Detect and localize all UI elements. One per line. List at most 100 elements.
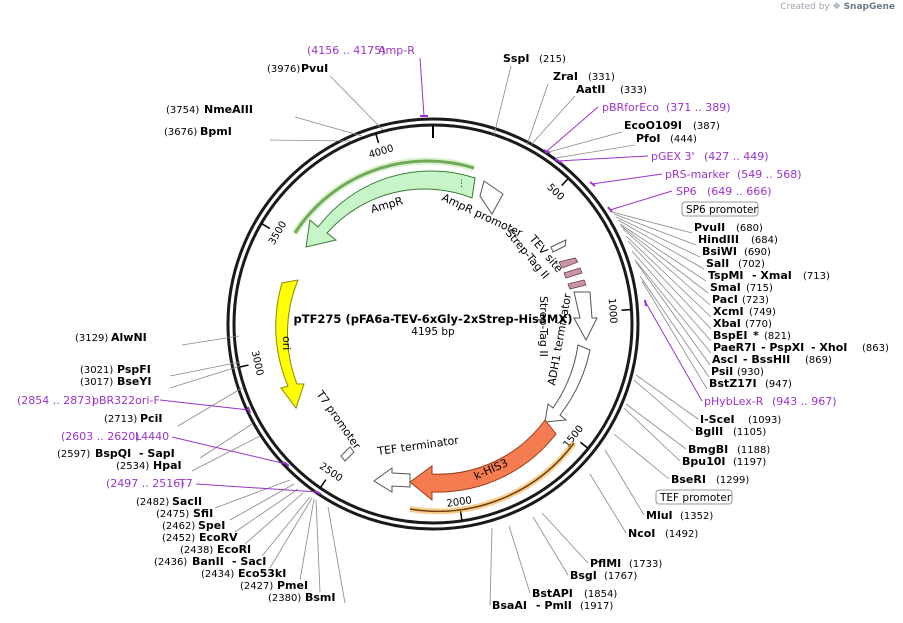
- site-bsshii-name: - BssHII: [743, 353, 790, 366]
- leader-line: [234, 488, 299, 533]
- primer-pbr322orif-range: (2854 .. 2873): [17, 394, 96, 407]
- site-bsgi-pos: (1767): [604, 571, 637, 582]
- primer-leader-line: [159, 399, 250, 411]
- primer-prsmarker-name: pRS-marker: [665, 168, 730, 181]
- leader-line: [269, 139, 353, 142]
- site-bstapi-pos: (1854): [584, 589, 617, 600]
- leader-line: [177, 387, 243, 427]
- site-pvui-name: PvuI: [301, 62, 328, 75]
- site-bspqi-pos: (2597): [57, 449, 90, 460]
- site-xmai-name: - XmaI: [752, 269, 792, 282]
- site-sali-pos: (702): [738, 259, 765, 270]
- tick-mark: [374, 133, 380, 144]
- sp6-promoter-box: [681, 201, 759, 217]
- tick-label: 1000: [606, 298, 619, 324]
- site-pcii-name: PciI: [140, 412, 162, 425]
- site-bglii-name: BglII: [695, 425, 723, 438]
- leader-line: [244, 492, 304, 545]
- tef-promoter-box: [655, 489, 733, 505]
- leader-line: [613, 213, 697, 246]
- leader-line: [625, 235, 712, 318]
- leader-line: [619, 223, 707, 282]
- site-bpmi-pos: (3676): [164, 127, 197, 138]
- site-bspei-mark: *: [753, 329, 759, 342]
- leader-line: [622, 228, 711, 306]
- ori-label: ori: [280, 336, 293, 350]
- site-pmei-pos: (2427): [240, 581, 273, 592]
- leader-line: [625, 403, 687, 450]
- site-ecorv-pos: (2452): [162, 533, 195, 544]
- site-banii-name: BanII: [192, 555, 224, 568]
- khis3-highlight-line: [409, 442, 575, 513]
- primer-mark-t7: [314, 490, 322, 495]
- primer-phyblexr-range: (943 .. 967): [772, 395, 837, 408]
- site-pfoi-pos: (444): [670, 134, 697, 145]
- site-paer7i-name: PaeR7I: [713, 341, 756, 354]
- tick-mark: [319, 479, 327, 489]
- leader-line: [181, 335, 240, 346]
- leader-line: [327, 506, 346, 604]
- tick-label: 2500: [317, 461, 344, 484]
- site-aatii-pos: (333): [620, 85, 647, 96]
- leader-line: [493, 65, 512, 136]
- primer-leader-line: [591, 173, 663, 185]
- leader-line: [635, 374, 699, 420]
- leader-line: [623, 407, 681, 462]
- t7-promoter-label: T7 promoter: [313, 387, 364, 452]
- site-paci-name: PacI: [712, 293, 738, 306]
- leader-line: [617, 219, 705, 270]
- site-bsshii-label: BssHII: [751, 353, 790, 366]
- ampr-dots: ⋮: [457, 179, 466, 189]
- site-bsgi-name: BsgI: [570, 569, 597, 582]
- site-hindiii-name: HindIII: [698, 233, 739, 246]
- strep-tag-1-arrow: [558, 257, 579, 269]
- ampr-promoter-arrow: [479, 180, 504, 215]
- primer-leader-line: [546, 106, 599, 152]
- primer-mark-pgex3: [554, 158, 563, 164]
- leader-line: [544, 131, 623, 154]
- leader-line: [191, 435, 261, 472]
- tick-mark: [238, 364, 249, 368]
- site-zrai-pos: (331): [588, 72, 615, 83]
- primer-marks: [247, 115, 647, 495]
- leader-line: [611, 211, 693, 234]
- leader-line: [541, 512, 589, 564]
- primer-mark-pbrforeco: [543, 149, 551, 154]
- sp6-promoter-label: SP6 promoter: [686, 204, 758, 216]
- ampr-arrow: [305, 170, 476, 248]
- leader-line: [299, 498, 315, 581]
- primer-mark-prsmarker: [589, 181, 596, 187]
- credit-prefix: Created by: [780, 2, 830, 12]
- primer-pbr322orif-name: pBR322ori-F: [92, 394, 160, 407]
- primer-sp6-name: SP6: [676, 185, 697, 198]
- primer-t7-range: (2497 .. 2516): [106, 477, 185, 490]
- tef-promoter-label: TEF promoter: [659, 492, 732, 504]
- site-xmai-label: XmaI: [760, 269, 791, 282]
- site-hindiii-pos: (684): [751, 235, 778, 246]
- site-mlui-pos: (1352): [680, 511, 713, 522]
- site-banii-pos: (2436): [154, 557, 187, 568]
- khis3-arrow: [409, 419, 557, 502]
- site-pspxi-name: - PspXI: [761, 341, 804, 354]
- site-bstapi-name: BstAPI: [532, 587, 573, 600]
- leader-line: [261, 496, 311, 557]
- t7-promoter-arrow: [340, 446, 355, 462]
- leader-line: [489, 527, 493, 606]
- site-tspmi-name: TspMI: [708, 269, 744, 282]
- site-sspi-name: SspI: [503, 52, 529, 65]
- site-tspmi-pos: (713): [803, 271, 830, 282]
- site-smai-name: SmaI: [710, 281, 741, 294]
- site-mlui-name: MluI: [646, 509, 673, 522]
- site-pspfi-name: PspFI: [117, 363, 151, 376]
- site-pflmi-pos: (1733): [629, 559, 662, 570]
- leader-line: [634, 259, 712, 354]
- site-bsaai-name: BsaAI: [492, 599, 527, 612]
- site-smai-pos: (715): [746, 283, 773, 294]
- strep-tag-3-arrow: [567, 279, 587, 290]
- site-alwni-pos: (3129): [75, 333, 108, 344]
- plasmid-name: pTF275 (pFA6a-TEV-6xGly-2xStrep-His3MX): [294, 312, 573, 326]
- strep-tag-2-label: Strep-Tag II: [537, 296, 550, 357]
- leader-line: [532, 516, 569, 576]
- site-hpai-name: HpaI: [153, 459, 182, 472]
